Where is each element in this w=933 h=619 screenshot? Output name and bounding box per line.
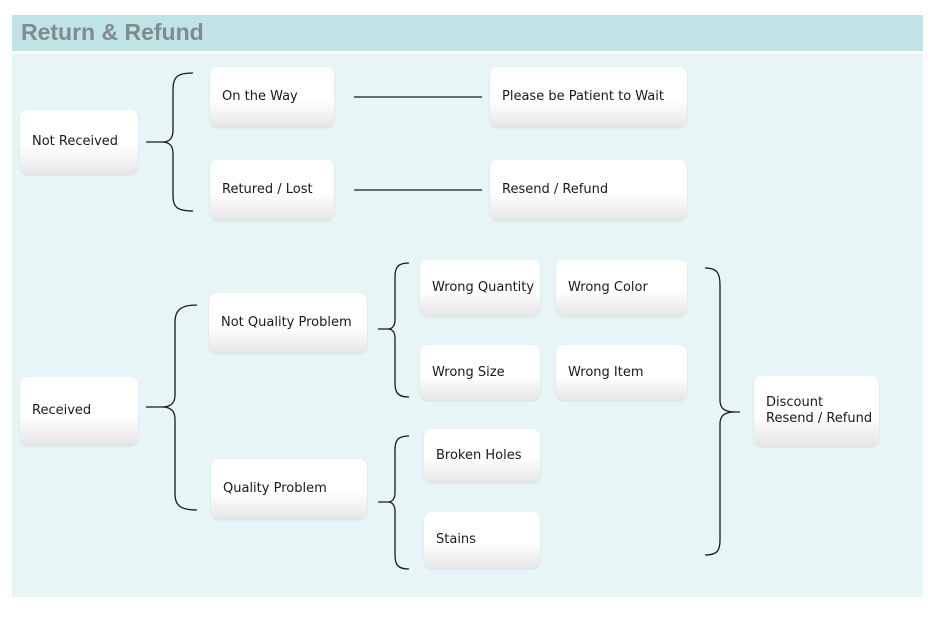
node-stains: Stains (424, 512, 540, 568)
node-not-quality-problem-label: Not Quality Problem (221, 315, 352, 330)
node-stains-label: Stains (436, 532, 476, 547)
bracket-quality (378, 435, 410, 570)
node-on-the-way-label: On the Way (222, 89, 298, 104)
node-wrong-size: Wrong Size (420, 345, 540, 400)
node-discount-label: Discount (766, 395, 824, 410)
node-wrong-quantity: Wrong Quantity (420, 260, 540, 316)
node-resend-refund-label: Resend / Refund (502, 182, 609, 197)
node-wrong-item: Wrong Item (556, 345, 687, 400)
node-not-received: Not Received (20, 110, 138, 174)
node-received-label: Received (32, 403, 92, 418)
node-not-received-label: Not Received (32, 134, 119, 149)
node-wrong-color-label: Wrong Color (568, 280, 648, 295)
node-broken-holes: Broken Holes (424, 429, 540, 482)
node-discount-resend-refund-label: Resend / Refund (766, 411, 873, 426)
bracket-not-quality (378, 262, 410, 398)
node-on-the-way: On the Way (210, 67, 334, 127)
node-quality-problem-label: Quality Problem (223, 481, 327, 496)
node-wrong-color: Wrong Color (556, 260, 687, 316)
page-title: Return & Refund (21, 19, 204, 45)
node-please-wait-label: Please be Patient to Wait (502, 89, 664, 104)
node-not-quality-problem: Not Quality Problem (209, 293, 367, 353)
node-received: Received (20, 377, 138, 445)
node-wrong-item-label: Wrong Item (568, 364, 644, 380)
node-resend-refund: Resend / Refund (490, 160, 687, 220)
node-broken-holes-label: Broken Holes (436, 447, 522, 463)
header-bar: Return & Refund (12, 15, 923, 51)
node-returned-lost-label: Retured / Lost (222, 182, 313, 197)
bracket-received (146, 304, 198, 511)
node-wrong-size-label: Wrong Size (432, 364, 505, 380)
node-please-wait: Please be Patient to Wait (490, 67, 687, 127)
bracket-discount (704, 267, 740, 556)
diagram-panel (12, 54, 923, 597)
node-returned-lost: Retured / Lost (210, 160, 334, 220)
node-wrong-quantity-label: Wrong Quantity (432, 280, 535, 295)
node-quality-problem: Quality Problem (211, 459, 367, 519)
node-discount-resend-refund: Discount Resend / Refund (754, 376, 879, 446)
bracket-not-received (146, 72, 194, 212)
